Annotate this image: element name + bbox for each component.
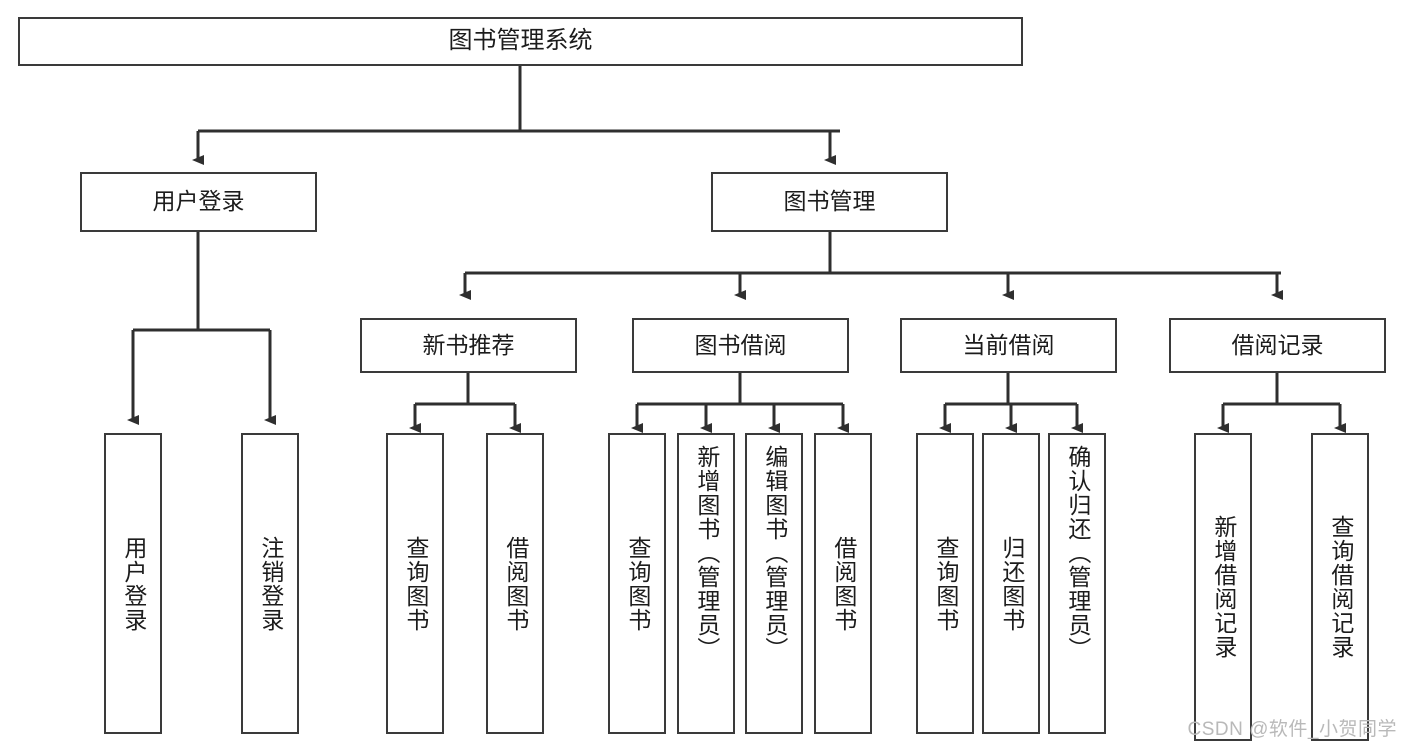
leaf-query-book-recommend[interactable]: 查询图书 xyxy=(386,433,444,734)
leaf-add-borrow-record[interactable]: 新增借阅记录 xyxy=(1194,433,1252,741)
node-label: 新增借阅记录 xyxy=(1210,515,1237,659)
node-label: 图书借阅 xyxy=(694,331,787,358)
leaf-borrow-book[interactable]: 借阅图书 xyxy=(814,433,872,734)
node-label: 归还图书 xyxy=(998,535,1025,632)
node-book-borrow[interactable]: 图书借阅 xyxy=(632,318,849,373)
node-label: 注销登录 xyxy=(257,535,284,632)
leaf-query-borrow-record[interactable]: 查询借阅记录 xyxy=(1311,433,1369,741)
leaf-confirm-return-admin[interactable]: 确认归还（管理员） xyxy=(1048,433,1106,734)
node-label: 查询图书 xyxy=(932,535,959,632)
node-book-management[interactable]: 图书管理 xyxy=(711,172,948,232)
node-label: 查询图书 xyxy=(402,535,429,632)
node-new-book-recommend[interactable]: 新书推荐 xyxy=(360,318,577,373)
node-label: 用户登录 xyxy=(152,188,245,215)
node-user-login[interactable]: 用户登录 xyxy=(80,172,317,232)
node-label: 借阅图书 xyxy=(830,535,857,632)
node-label: 查询图书 xyxy=(624,535,651,632)
node-label: 编辑图书（管理员） xyxy=(761,445,788,661)
leaf-add-book-admin[interactable]: 新增图书（管理员） xyxy=(677,433,735,734)
leaf-edit-book-admin[interactable]: 编辑图书（管理员） xyxy=(745,433,803,734)
csdn-watermark: CSDN @软件_小贺同学 xyxy=(1187,719,1397,740)
leaf-query-book-current[interactable]: 查询图书 xyxy=(916,433,974,734)
node-label: 借阅记录 xyxy=(1231,331,1324,358)
node-label: 新增图书（管理员） xyxy=(693,445,720,661)
node-label: 查询借阅记录 xyxy=(1327,515,1354,659)
node-label: 用户登录 xyxy=(120,535,147,632)
leaf-query-book-borrow[interactable]: 查询图书 xyxy=(608,433,666,734)
leaf-return-book[interactable]: 归还图书 xyxy=(982,433,1040,734)
node-current-borrow[interactable]: 当前借阅 xyxy=(900,318,1117,373)
node-borrow-record[interactable]: 借阅记录 xyxy=(1169,318,1386,373)
node-label: 确认归还（管理员） xyxy=(1064,445,1091,661)
node-label: 新书推荐 xyxy=(422,331,515,358)
leaf-borrow-book-recommend[interactable]: 借阅图书 xyxy=(486,433,544,734)
node-label: 图书管理系统 xyxy=(448,27,593,55)
node-label: 借阅图书 xyxy=(502,535,529,632)
leaf-user-logout[interactable]: 注销登录 xyxy=(241,433,299,734)
node-root-system[interactable]: 图书管理系统 xyxy=(18,17,1023,66)
node-label: 当前借阅 xyxy=(962,331,1055,358)
node-label: 图书管理 xyxy=(783,188,876,215)
leaf-user-login[interactable]: 用户登录 xyxy=(104,433,162,734)
